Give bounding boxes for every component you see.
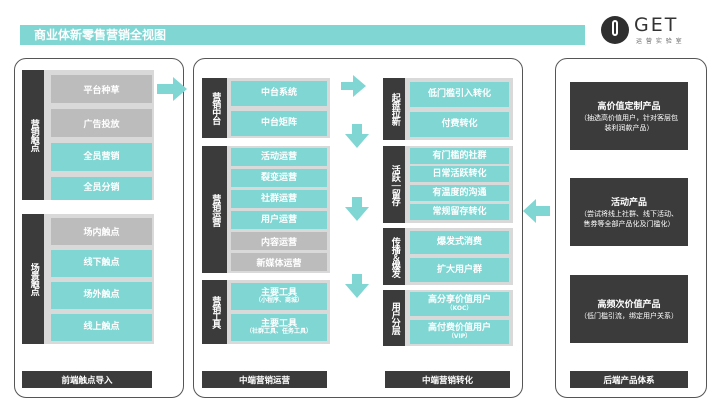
tools-section-label: 营销工具 [202, 280, 227, 344]
ops-item: 用户运营 [231, 211, 327, 229]
product-description: （抽选高价值用户，针对客层包装利润款产品） [580, 114, 678, 132]
logo-tagline: 运 营 实 验 室 [636, 38, 683, 45]
front-footer-label: 前端触点导入 [22, 371, 152, 388]
tool-subtitle: （社群工具、任务工具） [245, 328, 312, 336]
conversion-item: 有门槛的社群 [410, 148, 509, 164]
arrow-right-icon [341, 75, 366, 97]
product-card: 高频次价值产品 （低门槛引流，绑定用户关系） [570, 275, 688, 343]
ops-item: 内容运营 [231, 232, 327, 250]
conversion-item: 爆发式消费 [410, 231, 509, 254]
touch-item: 广告投放 [51, 109, 152, 137]
tool-item: 主要工具 （小程序、商城） [231, 283, 327, 310]
conversion-item: 付费转化 [410, 112, 509, 137]
logo-brand: GET [634, 14, 679, 36]
tool-title: 主要工具 [260, 287, 297, 298]
conversion-item: 日常活跃转化 [410, 166, 509, 182]
product-card: 活动产品 （尝试将线上社群、线下活动、售券等全部产品化及门槛化） [570, 178, 688, 246]
middle-conversion-footer-label: 中端营销转化 [385, 371, 510, 388]
scene-item: 场外触点 [51, 282, 152, 309]
arrow-left-icon [523, 199, 550, 223]
product-title: 活动产品 [610, 198, 647, 209]
arrow-down-icon [345, 124, 369, 148]
tool-item: 主要工具 （社群工具、任务工具） [231, 314, 327, 341]
back-footer-label: 后端产品体系 [570, 371, 688, 388]
ops-item: 裂变运营 [231, 169, 327, 187]
platform-item: 中台系统 [231, 81, 327, 106]
tool-subtitle: （小程序、商城） [254, 297, 303, 305]
paperclip-icon [612, 20, 618, 36]
conversion-item: 有温度的沟通 [410, 185, 509, 201]
user-tier-subtitle: （VIP） [447, 332, 472, 340]
conversion-group-label: 用户分层 [383, 290, 405, 346]
ops-item: 新媒体运营 [231, 253, 327, 271]
ops-item: 活动运营 [231, 148, 327, 166]
user-tier-title: 高付费价值用户 [427, 323, 491, 334]
arrow-down-icon [345, 197, 369, 221]
touch-item: 全员分销 [51, 177, 152, 200]
product-description: （低门槛引流，绑定用户关系） [580, 311, 678, 320]
user-tier-item: 高付费价值用户 （VIP） [410, 320, 509, 344]
tool-title: 主要工具 [260, 318, 297, 329]
page-title: 商业体新零售营销全视图 [34, 28, 167, 42]
conversion-group-label: 活跃｜留存 [383, 146, 405, 223]
user-tier-item: 高分享价值用户 （KOC） [410, 292, 509, 316]
user-tier-title: 高分享价值用户 [427, 295, 491, 306]
ops-group-bg [227, 146, 330, 273]
conversion-item: 低门槛引入转化 [410, 82, 509, 107]
product-title: 高价值定制产品 [597, 102, 661, 113]
touch-item: 全员营销 [51, 143, 152, 171]
product-description: （尝试将线上社群、线下活动、售券等全部产品化及门槛化） [580, 210, 678, 228]
touch-section-label: 营销触点 [22, 70, 44, 200]
front-touch-panel [14, 58, 184, 398]
platform-section-label: 营销中台 [202, 78, 227, 138]
product-card: 高价值定制产品 （抽选高价值用户，针对客层包装利润款产品） [570, 82, 688, 150]
middle-operation-panel [193, 58, 523, 398]
product-title: 高频次价值产品 [597, 299, 661, 310]
scene-item: 线上触点 [51, 314, 152, 341]
conversion-item: 常规留存转化 [410, 204, 509, 220]
scene-item: 场内触点 [51, 218, 152, 245]
ops-item: 社群运营 [231, 190, 327, 208]
conversion-group-label: 起盘拉新 [383, 78, 405, 140]
platform-item: 中台矩阵 [231, 111, 327, 136]
arrow-down-icon [345, 274, 369, 298]
conversion-item: 扩大用户群 [410, 258, 509, 282]
user-tier-subtitle: （KOC） [446, 304, 473, 312]
ops-section-label: 营销运营 [202, 146, 227, 273]
title-bar [20, 25, 585, 45]
conversion-group-label: 传播＆爆发 [383, 228, 405, 285]
scene-item: 线下触点 [51, 250, 152, 277]
back-product-panel [555, 58, 707, 398]
arrow-right-icon [157, 77, 187, 101]
scene-section-label: 场景触点 [22, 214, 44, 344]
touch-item: 平台种草 [51, 75, 152, 103]
middle-ops-footer-label: 中端营销运营 [202, 371, 327, 388]
